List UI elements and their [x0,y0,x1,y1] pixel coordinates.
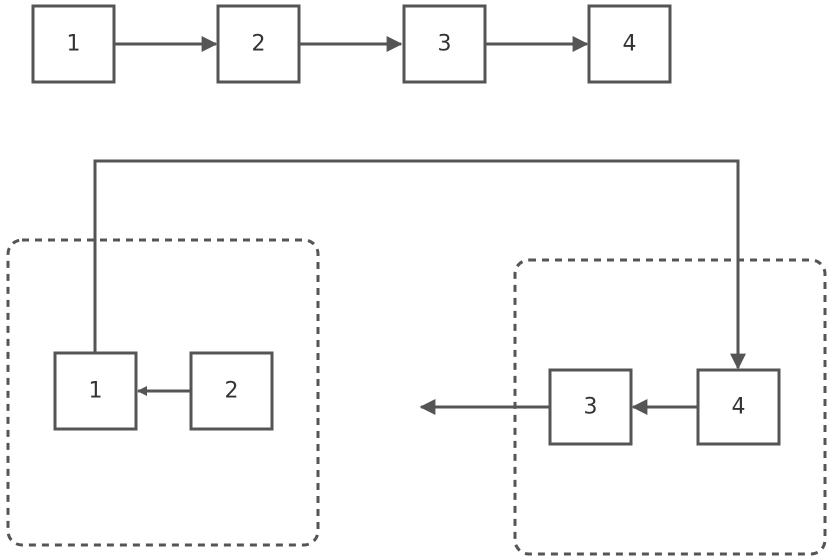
left-group-node-2-label: 2 [225,379,239,404]
right-group-node-3: 3 [548,368,633,446]
top-node-3: 3 [402,4,487,84]
left-group-node-1-label: 1 [89,379,103,404]
top-node-4-label: 4 [623,32,637,57]
top-node-1: 1 [31,4,116,84]
right-group-node-3-label: 3 [584,395,598,420]
right-group-node-4-label: 4 [732,395,746,420]
top-node-4: 4 [587,4,672,84]
top-node-2: 2 [216,4,301,84]
top-node-3-label: 3 [438,32,452,57]
left-group-container [6,238,320,547]
left-group-node-2: 2 [189,351,274,431]
left-group-node-1: 1 [53,351,138,431]
top-node-2-label: 2 [252,32,266,57]
top-node-1-label: 1 [67,32,81,57]
right-group-node-4: 4 [696,368,781,446]
edge-bottom-1-to-4 [93,159,746,370]
